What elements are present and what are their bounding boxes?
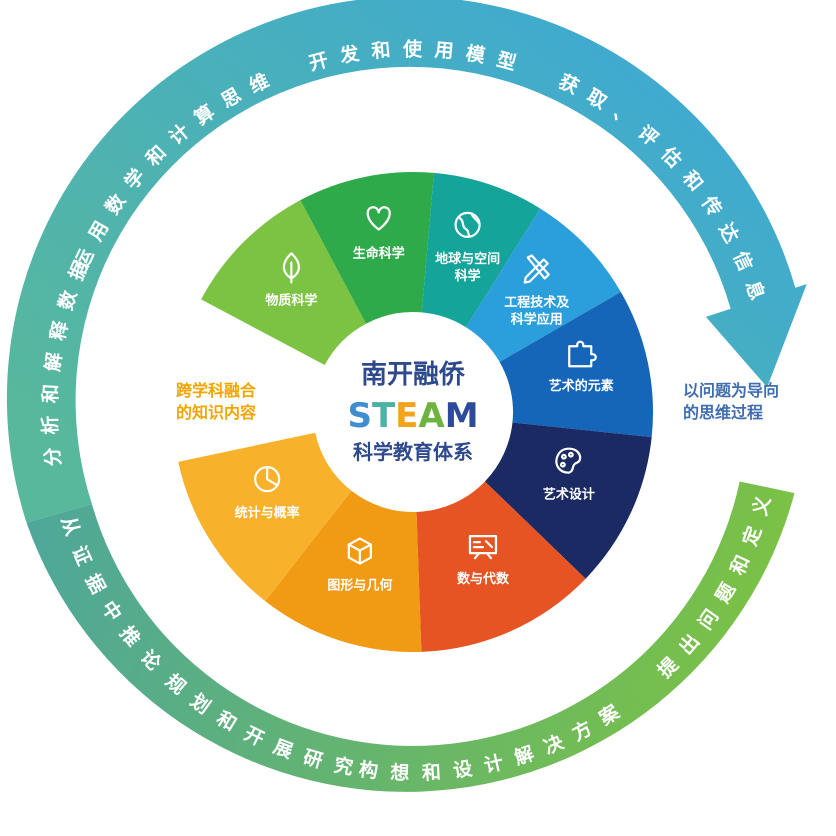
outer-arc-lower [26,481,795,792]
segment-4-label-1: 工程技术及 [504,295,570,311]
outer-upper-1-char: 模 [464,41,488,67]
segment-6 [484,422,652,579]
puzzle-icon [568,340,597,368]
globe-icon [454,211,481,238]
steam-letter-2: T [372,396,396,436]
segment-9-label-1: 统计与概率 [235,505,300,521]
center-text: 南开融侨 STEAM 科学教育体系 [347,360,478,464]
center-title: 南开融侨 [361,360,466,390]
segment-wheel: 物质科学生命科学地球与空间科学工程技术及科学应用艺术的元素艺术设计数与代数图形与… [178,172,653,652]
palette-icon [555,447,582,474]
segment-8-content: 图形与几何 [327,537,392,594]
blackboard-icon [468,535,498,560]
label-left-line-1: 跨学科融合 [176,381,257,400]
label-left-line-2: 的知识内容 [176,403,256,422]
segment-1 [201,200,367,366]
segment-9-content: 统计与概率 [235,466,300,521]
center-subtitle: 科学教育体系 [353,440,473,464]
segment-2-content: 生命科学 [353,206,405,261]
segment-3-label-1: 地球与空间 [435,251,500,267]
segment-4 [465,208,621,362]
segment-8-label-1: 图形与几何 [327,578,392,594]
outer-arc-upper [6,0,807,523]
steam-letter-5: M [445,396,479,436]
segment-7-content: 数与代数 [457,535,510,587]
segment-6-content: 艺术设计 [543,447,595,503]
outer-lower-3-char: 和 [421,760,442,784]
outer-lower-3-char: 设 [452,758,475,783]
segment-6-label-1: 艺术设计 [543,487,595,503]
outer-upper-1-char: 和 [370,38,392,63]
segment-3 [421,172,541,328]
steam-letter-1: S [347,396,372,436]
segment-4-label-2: 科学应用 [511,312,563,328]
outer-upper-4-char: 析 [38,414,62,435]
segment-2 [300,172,434,324]
segment-3-label-2: 科学 [455,268,481,284]
outer-upper-4-char: 和 [38,382,62,403]
segment-5-label-1: 艺术的元素 [549,378,614,394]
segment-1-label-1: 物质科学 [265,292,317,308]
segment-5 [499,292,653,438]
segment-1-content: 物质科学 [265,252,317,308]
steam-letter-4: A [418,396,445,436]
label-right: 以问题为导向 的思维过程 [683,381,779,422]
segment-9 [178,432,352,602]
outer-ring [6,0,807,792]
outer-lower-4-char: 题 [761,433,785,455]
steam-wordmark: STEAM [347,396,478,436]
label-left: 跨学科融合 的知识内容 [176,381,257,422]
segment-8 [265,490,422,652]
cube-icon [347,537,372,565]
center-circle [325,324,501,500]
outer-upper-1-char: 使 [402,39,423,61]
outer-lower-4-char: 问 [756,463,781,487]
outer-lower-2-char: 究 [332,753,356,779]
label-right-line-2: 的思维过程 [683,403,763,422]
leaf-icon [282,252,300,284]
outer-upper-1-char: 发 [337,41,362,67]
segment-2-label-1: 生命科学 [353,245,405,261]
outer-upper-4-char: 解 [41,350,67,373]
label-right-line-1: 以问题为导向 [683,381,779,400]
outer-upper-4-char: 分 [41,445,65,468]
outer-lower-3-char: 想 [390,761,411,785]
heart-icon [366,206,391,231]
outer-lower-3-char: 构 [358,758,381,783]
steam-letter-3: E [395,396,418,436]
pencil-ruler-icon [523,254,550,284]
outer-upper-4-char: 释 [47,318,73,342]
segment-7-label-1: 数与代数 [457,571,510,587]
outer-lower-3-char: 计 [482,751,506,777]
outer-upper-1-char: 用 [434,39,456,63]
pie-chart-icon [254,466,281,493]
segment-5-content: 艺术的元素 [549,340,614,394]
segment-7 [416,481,586,652]
